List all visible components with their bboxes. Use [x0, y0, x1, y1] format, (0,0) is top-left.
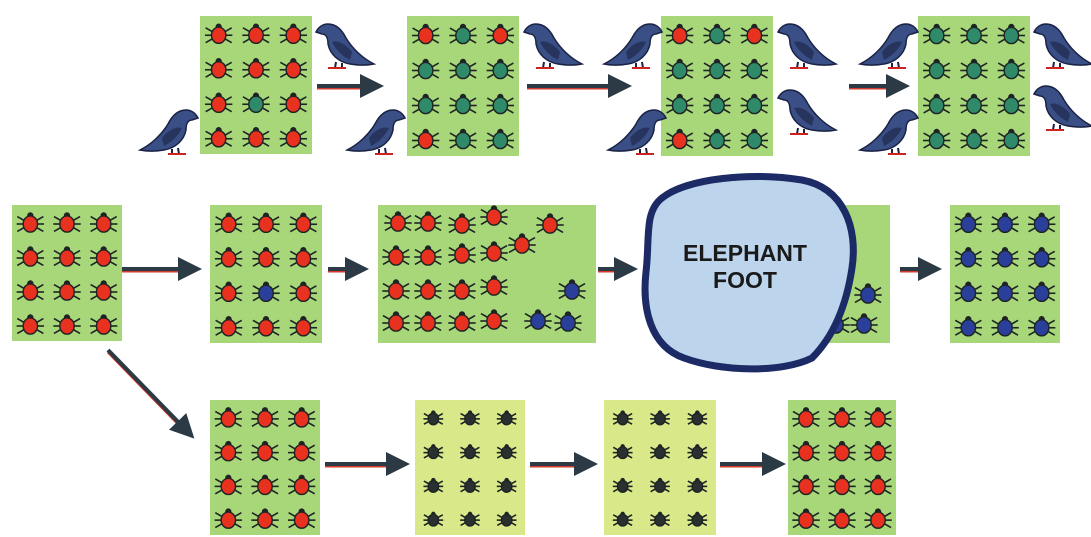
elephant-foot-label-line1: ELEPHANT: [655, 240, 835, 267]
bird-icon: [138, 104, 202, 161]
elephant-foot-label-line2: FOOT: [655, 267, 835, 294]
bird-icon: [774, 18, 838, 75]
arrow-icon: [108, 350, 186, 430]
beetle-population: [950, 205, 1060, 343]
beetle-population: [210, 205, 322, 343]
beetle-population: [12, 205, 122, 341]
bird-icon: [520, 18, 584, 75]
beetle-population: [415, 400, 525, 535]
bird-icon: [312, 18, 376, 75]
bird-icon: [774, 84, 838, 141]
bird-icon: [858, 18, 922, 75]
beetle-population: [378, 205, 596, 343]
bird-icon: [858, 104, 922, 161]
bird-icon: [1030, 80, 1091, 137]
elephant-foot-label: ELEPHANT FOOT: [655, 240, 835, 294]
beetle-population: [200, 16, 312, 154]
beetle-population: [407, 16, 519, 156]
beetle-population: [788, 400, 896, 535]
bird-icon: [1030, 18, 1091, 75]
bird-icon: [602, 18, 666, 75]
beetle-population: [210, 400, 320, 535]
bird-icon: [606, 104, 670, 161]
beetle-population: [661, 16, 773, 156]
beetle-population: [604, 400, 716, 535]
beetle-population: [918, 16, 1030, 156]
bird-icon: [345, 104, 409, 161]
